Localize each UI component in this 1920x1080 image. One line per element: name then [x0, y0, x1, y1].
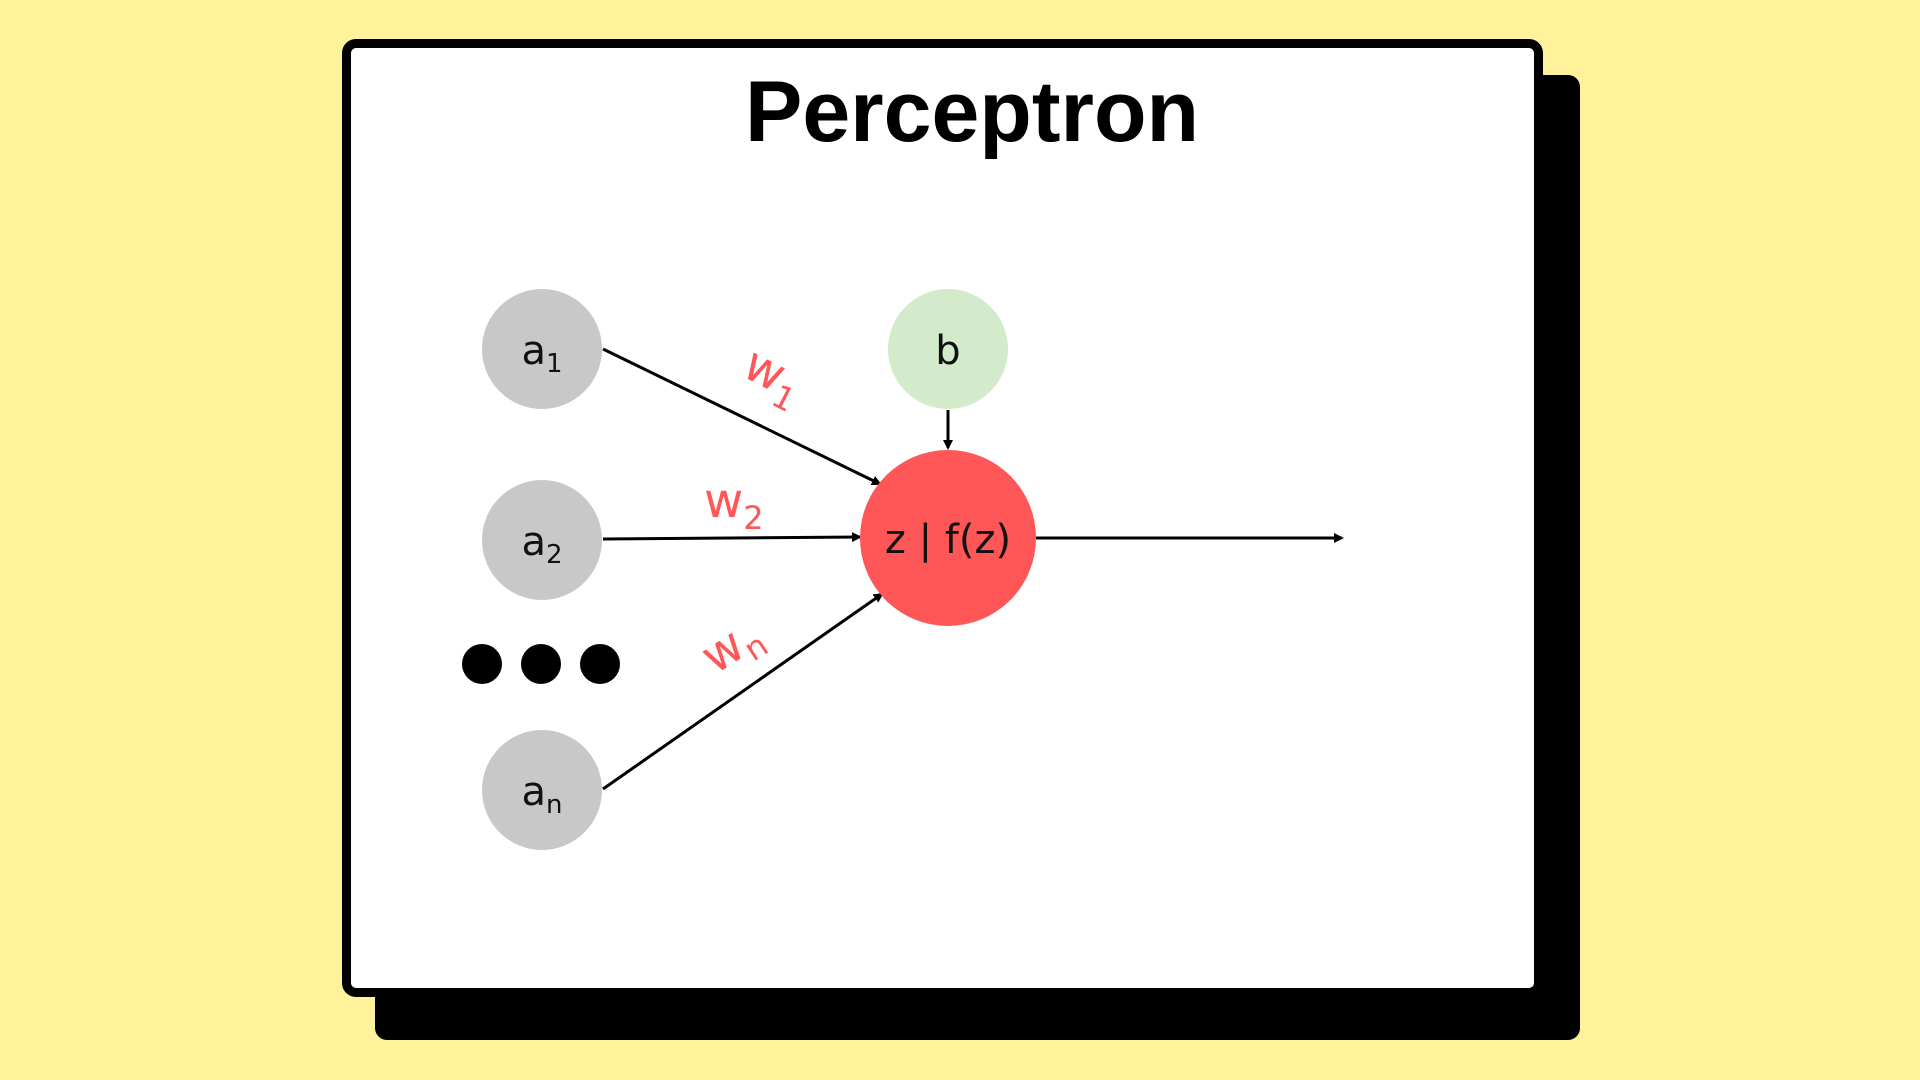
edge-a1-to-neuron — [602, 347, 882, 486]
bias-node-circle — [888, 289, 1008, 409]
input-sub-label: 2 — [546, 540, 563, 570]
page-title: Perceptron — [744, 64, 1200, 160]
neuron-node-circle — [860, 450, 1036, 626]
weight-label-w1: w1 — [731, 336, 813, 420]
input-node-circle — [482, 730, 602, 850]
bias-label: b — [935, 328, 960, 374]
input-sub-label: 1 — [546, 349, 563, 379]
svg-text:w1: w1 — [731, 336, 813, 420]
neuron-node: z | f(z) — [860, 450, 1036, 626]
svg-text:a2: a2 — [521, 519, 562, 570]
input-base-label: a — [522, 769, 547, 815]
input-node-an: an — [482, 730, 602, 850]
edge-an-to-neuron — [602, 592, 884, 791]
ellipsis-dot — [521, 644, 561, 684]
bias-node: b — [888, 289, 1008, 409]
svg-text:w2: w2 — [704, 473, 764, 537]
ellipsis-dot — [580, 644, 620, 684]
weight-label-w2: w2 — [704, 473, 764, 537]
input-sub-label: n — [546, 790, 562, 820]
neuron-label: z | f(z) — [885, 517, 1011, 563]
ellipsis-dot — [462, 644, 502, 684]
input-base-label: a — [521, 328, 546, 374]
input-node-circle — [482, 480, 602, 600]
svg-text:an: an — [522, 769, 563, 820]
edge-a2-to-neuron — [602, 532, 862, 543]
weight-base-label: w — [704, 473, 743, 529]
ellipsis-dots — [462, 644, 620, 684]
weight-sub-label: 2 — [743, 499, 763, 537]
input-node-a2: a2 — [482, 480, 602, 600]
input-node-circle — [482, 289, 602, 409]
svg-text:a1: a1 — [521, 328, 562, 379]
weight-base-label: w — [691, 617, 754, 685]
input-base-label: a — [521, 519, 546, 565]
input-node-a1: a1 — [482, 289, 602, 409]
